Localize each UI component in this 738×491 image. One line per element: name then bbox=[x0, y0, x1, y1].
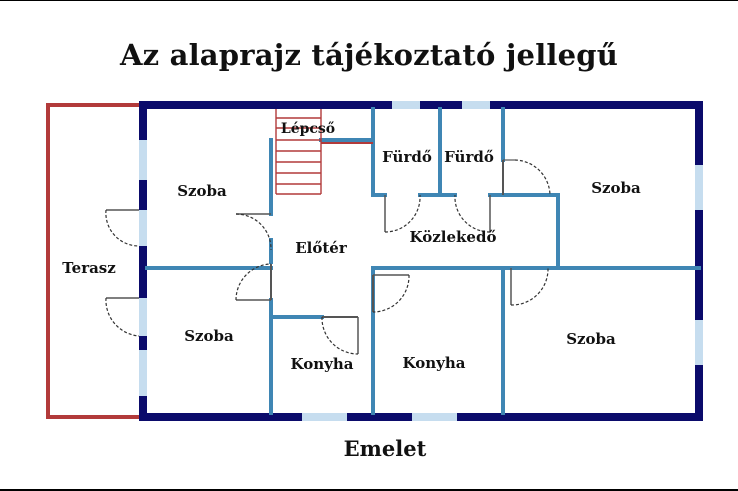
inner-doors bbox=[235, 159, 551, 355]
label-hall: Előtér bbox=[295, 239, 348, 257]
label-room-bottom-left: Szoba bbox=[184, 327, 234, 345]
plan-title: Az alaprajz tájékoztató jellegű bbox=[119, 38, 619, 72]
windows bbox=[139, 101, 703, 421]
label-stairs: Lépcső bbox=[281, 121, 335, 137]
label-terrace: Terasz bbox=[62, 259, 116, 277]
label-room-top-right: Szoba bbox=[591, 179, 641, 197]
terrace-outline bbox=[46, 103, 141, 419]
label-room-bottom-right: Szoba bbox=[566, 330, 616, 348]
label-kitchen-1: Konyha bbox=[291, 355, 354, 373]
label-bath-1: Fürdő bbox=[382, 148, 432, 166]
floor-label: Emelet bbox=[343, 436, 427, 461]
terrace-doors bbox=[105, 209, 147, 337]
label-bath-2: Fürdő bbox=[444, 148, 494, 166]
label-corridor: Közlekedő bbox=[410, 228, 497, 246]
stairs-symbol bbox=[275, 109, 373, 195]
label-room-top-left: Szoba bbox=[177, 182, 227, 200]
inner-walls bbox=[145, 107, 701, 415]
label-kitchen-2: Konyha bbox=[403, 354, 466, 372]
